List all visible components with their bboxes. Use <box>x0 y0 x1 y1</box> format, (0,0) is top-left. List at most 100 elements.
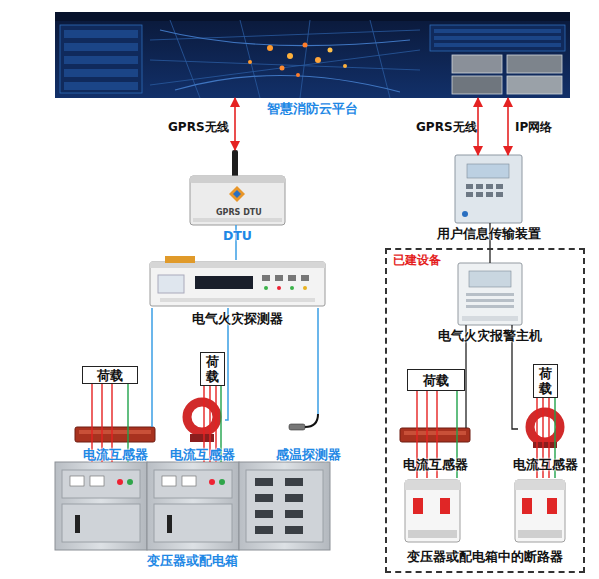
electrical-fire-detector-device <box>262 275 270 281</box>
signal-arrow <box>477 98 479 155</box>
device-caption: 电气火灾报警主机 <box>438 328 542 343</box>
switchgear-cabinet <box>75 515 80 533</box>
circuit-breaker <box>522 498 532 514</box>
switchgear-cabinet <box>90 476 104 486</box>
electrical-fire-detector-device <box>290 286 294 290</box>
signal-arrow <box>234 98 236 150</box>
edge-label: GPRS无线 <box>168 120 229 134</box>
switchgear-cabinet <box>285 510 303 518</box>
switchgear-cabinet <box>154 504 232 542</box>
alarm-host: 电气火灾报警主机 <box>458 263 522 325</box>
device-caption: 电流互感器 <box>403 457 468 472</box>
current-transformer-bar <box>75 427 155 442</box>
electrical-fire-detector-device <box>158 275 184 293</box>
current-transformer-bar <box>79 430 151 434</box>
cloud-platform-screen <box>248 60 252 64</box>
fire-alarm-host-device <box>469 271 511 287</box>
edge-label: GPRS无线 <box>416 120 477 134</box>
electrical-fire-detector-device <box>301 275 309 281</box>
electrical-fire-detector-device <box>150 256 325 306</box>
cloud-platform-screen <box>64 82 138 90</box>
load-label: 荷载 <box>423 373 449 388</box>
cloud-platform-screen <box>55 12 570 98</box>
cloud-platform-screen <box>434 36 561 40</box>
cloud-platform-screen <box>150 20 420 98</box>
current-transformer: 电流互感器 <box>180 398 225 442</box>
connector <box>152 308 153 427</box>
cloud-platform-screen <box>430 25 565 51</box>
current-transformer: 电流互感器 <box>518 410 572 448</box>
cloud-platform-screen <box>328 48 333 53</box>
cloud-platform-screen <box>160 30 410 92</box>
connector <box>235 98 236 150</box>
current-transformer-ring <box>530 412 560 442</box>
cloud-platform-screen <box>64 30 138 38</box>
cloud-platform-screen <box>343 64 347 68</box>
electrical-fire-detector-device <box>264 286 268 290</box>
load-label: 荷载 <box>97 368 123 383</box>
gprs-dtu-device <box>190 176 285 225</box>
current-transformer-ring <box>533 442 557 448</box>
fire-alarm-host-device <box>462 316 518 321</box>
circuit-breaker <box>405 480 460 490</box>
fire-alarm-host-device <box>458 263 522 325</box>
circuit-breaker <box>515 480 565 542</box>
connector <box>478 98 479 155</box>
device-marking: GPRS DTU <box>216 208 262 217</box>
fire-alarm-host-device <box>466 299 514 302</box>
load-label: 荷载 <box>534 366 557 396</box>
transmission-device: 用户信息传输装置 <box>455 155 522 223</box>
user-information-transmission-device <box>496 192 503 197</box>
user-information-transmission-device <box>467 164 509 178</box>
switchgear-cabinet <box>154 470 232 498</box>
circuit-breaker <box>413 498 423 514</box>
switchgear-cabinet <box>162 476 176 486</box>
connector <box>318 308 319 414</box>
switchgear-cabinet <box>70 476 84 486</box>
gprs-dtu-device <box>190 176 285 183</box>
electrical-fire-detector-device <box>303 286 307 290</box>
electrical-fire-detector-device <box>275 275 283 281</box>
switchgear-cabinet <box>127 479 133 485</box>
gprs-dtu-device <box>193 218 282 222</box>
switchgear-cabinet <box>239 462 330 550</box>
electrical-fire-detector-device <box>160 298 315 302</box>
gprs-dtu-device <box>229 186 245 202</box>
cloud-platform-screen <box>64 69 138 77</box>
device-caption: 变压器或配电箱 <box>147 553 238 568</box>
electrical-fire-detector-device <box>150 262 325 306</box>
cloud-platform-screen <box>434 29 561 33</box>
signal-arrow <box>507 98 509 155</box>
switchgear-cabinet <box>55 462 147 550</box>
switchgear: 变压器或配电箱 <box>55 462 330 550</box>
fire-alarm-host-device <box>466 293 514 296</box>
user-information-transmission-device <box>466 192 473 197</box>
cloud-platform-screen <box>296 73 300 77</box>
electrical-fire-detector-device <box>277 286 281 290</box>
temperature-probe <box>289 424 305 430</box>
circuit-breaker <box>408 530 457 538</box>
edge-label: IP网络 <box>515 120 552 134</box>
load-box: 荷载 <box>407 369 465 391</box>
user-information-transmission-device <box>462 211 468 217</box>
cloud-platform-screen <box>452 55 502 73</box>
user-information-transmission-device <box>466 184 473 189</box>
wire <box>317 308 319 414</box>
fire-detector: 电气火灾探测器 <box>150 260 325 308</box>
current-transformer-bar <box>404 431 466 435</box>
switchgear-cabinet <box>182 476 196 486</box>
connector <box>508 98 509 155</box>
load-label: 荷载 <box>201 354 224 384</box>
electrical-fire-detector-device <box>165 256 195 263</box>
cloud-platform-screen <box>507 76 562 94</box>
user-information-transmission-device <box>486 192 493 197</box>
device-caption: 感温探测器 <box>276 447 341 462</box>
cloud-platform-screen <box>267 45 273 51</box>
load-box: 荷载 <box>533 364 558 398</box>
circuit-breaker <box>405 480 565 542</box>
user-information-transmission-device <box>476 184 483 189</box>
